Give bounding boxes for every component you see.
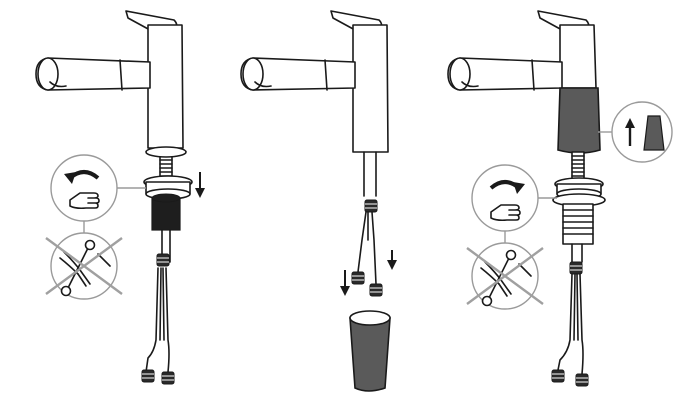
grey-sleeve [349, 310, 391, 392]
hand-rotate-icon [471, 164, 539, 232]
faucet-body [559, 24, 597, 89]
hand-rotate-icon [50, 154, 118, 222]
faucet-body [352, 24, 389, 153]
arrow-down-icon [195, 172, 205, 198]
arrow-down-icon [387, 250, 397, 270]
panel-1 [35, 10, 205, 385]
faucet-body [147, 24, 184, 149]
panel-2 [240, 10, 397, 392]
no-tools-icon [44, 231, 124, 301]
fixing-nut [151, 197, 181, 231]
sleeve-up-icon [611, 101, 673, 163]
arrow-down-icon [340, 270, 350, 296]
arrow-up-icon [625, 118, 635, 128]
grey-sleeve [557, 87, 601, 154]
no-tools-icon [465, 241, 545, 311]
panel-3 [447, 10, 673, 387]
